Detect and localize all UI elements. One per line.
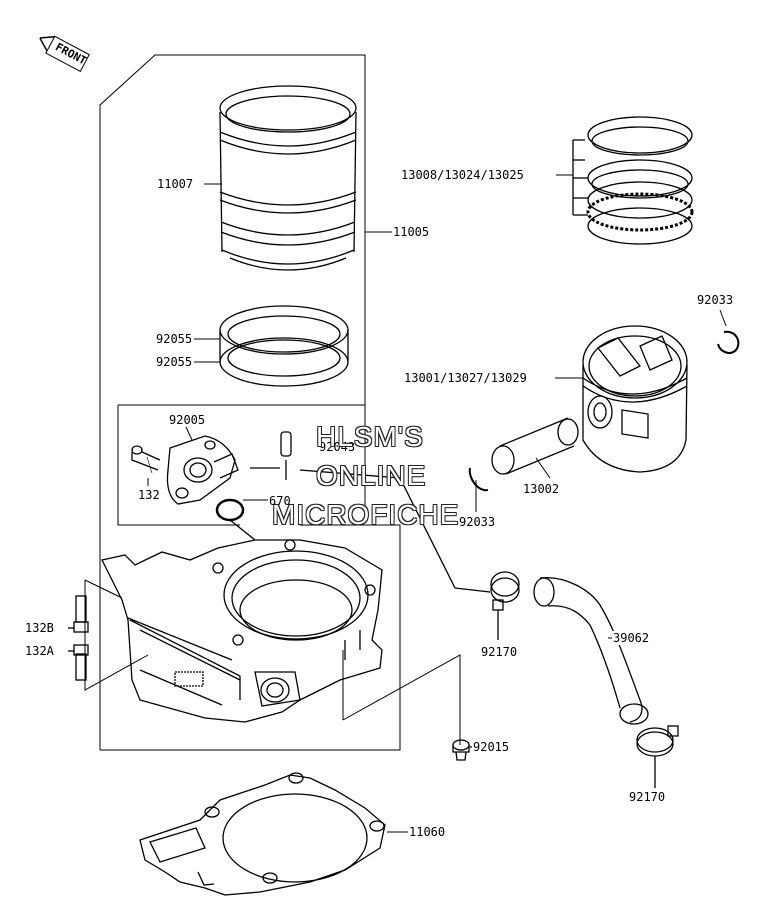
part-label-92055-b[interactable]: 92055: [155, 355, 194, 369]
hose: [533, 576, 649, 725]
part-label-92055-a[interactable]: 92055: [155, 332, 194, 346]
dowel-pin: [250, 431, 401, 480]
part-label-92170-lower[interactable]: 92170: [628, 790, 667, 804]
part-label-13002[interactable]: 13002: [522, 482, 561, 496]
cylinder-liner: [219, 85, 357, 271]
part-label-132[interactable]: 132: [137, 488, 161, 502]
part-label-92170-upper[interactable]: 92170: [480, 645, 519, 659]
part-label-92015[interactable]: 92015: [472, 740, 511, 754]
part-label-39062[interactable]: 39062: [612, 631, 651, 645]
part-label-92043[interactable]: 92043: [318, 440, 357, 454]
watermark-line-2: ONLINE: [316, 460, 427, 491]
cylinder-block: [101, 519, 383, 723]
part-label-11060[interactable]: 11060: [408, 825, 447, 839]
part-label-13001[interactable]: 13001/13027/13029: [403, 371, 528, 385]
o-ring-670: [215, 498, 245, 522]
circlip-lower: [468, 467, 489, 492]
part-label-11007[interactable]: 11007: [156, 177, 195, 191]
leader-lines: [147, 174, 727, 833]
circlip-top: [717, 330, 740, 354]
clamp-upper: [399, 477, 520, 640]
part-label-92033-lower[interactable]: 92033: [458, 515, 497, 529]
bolt-132: [131, 445, 161, 474]
piston: [582, 325, 688, 473]
part-label-92005[interactable]: 92005: [168, 413, 207, 427]
part-label-13008[interactable]: 13008/13024/13025: [400, 168, 525, 182]
part-label-11005[interactable]: 11005: [392, 225, 431, 239]
front-direction-indicator: FRONT: [32, 30, 92, 78]
o-rings: [219, 305, 349, 387]
part-label-132b[interactable]: 132B: [24, 621, 55, 635]
frame-lines: [84, 54, 461, 751]
bolts-132a-132b: [68, 595, 89, 681]
head-gasket: [139, 772, 386, 896]
piston-pin: [491, 417, 579, 475]
watermark-line-1: HLSM'S: [316, 421, 424, 452]
piston-rings: [572, 116, 694, 245]
watermark-line-3: MICROFICHE: [272, 499, 460, 530]
part-label-132a[interactable]: 132A: [24, 644, 55, 658]
part-label-670[interactable]: 670: [268, 494, 292, 508]
clamp-lower: [636, 725, 679, 788]
part-label-92033-top[interactable]: 92033: [696, 293, 735, 307]
elbow-fitting: [166, 435, 239, 505]
drain-plug: [452, 739, 475, 761]
